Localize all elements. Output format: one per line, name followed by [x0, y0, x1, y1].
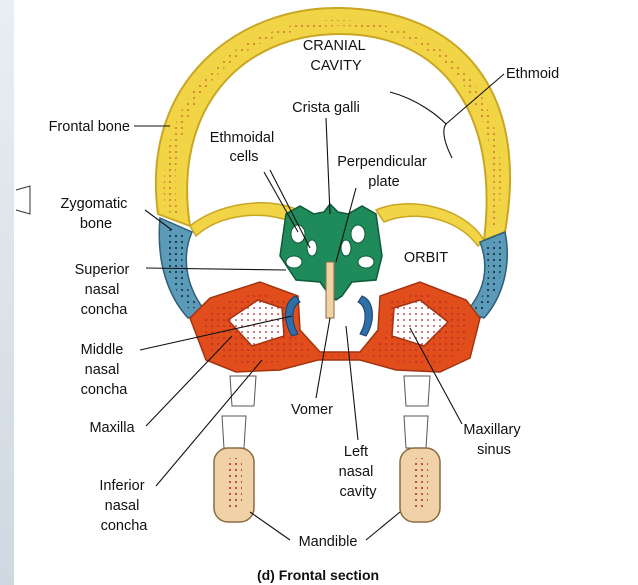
lower-tooth-left — [222, 416, 246, 448]
upper-tooth-left — [230, 376, 256, 406]
mandible-left-marrow — [226, 458, 242, 508]
middle-nasal-concha-right — [358, 296, 372, 336]
ethmoidal-cell — [341, 240, 351, 256]
label-zygomatic-bone: Zygomatic bone — [61, 196, 132, 232]
label-superior-nasal-concha: Superior nasal concha — [75, 262, 134, 318]
figure-frame: CRANIAL CAVITY Ethmoid Crista galli Fron… — [14, 0, 638, 585]
side-tab-mark — [16, 186, 30, 214]
leader-maxilla — [146, 336, 232, 426]
label-maxillary-sinus: Maxillary sinus — [463, 422, 524, 458]
label-middle-nasal-concha: Middle nasal concha — [81, 342, 129, 398]
label-inferior-nasal-concha: Inferior nasal concha — [99, 478, 148, 534]
lower-tooth-right — [404, 416, 428, 448]
frontal-section-diagram: CRANIAL CAVITY Ethmoid Crista galli Fron… — [14, 0, 638, 585]
label-vomer: Vomer — [291, 402, 333, 418]
label-ethmoid: Ethmoid — [506, 66, 559, 82]
ethmoidal-cell — [286, 256, 302, 268]
label-left-nasal-cavity: Left nasal cavity — [339, 444, 378, 500]
label-maxilla: Maxilla — [89, 420, 135, 436]
leader-crista-galli — [326, 118, 330, 214]
vomer-shape — [326, 262, 334, 318]
label-perpendicular-plate: Perpendicular plate — [337, 154, 431, 190]
figure-caption: (d) Frontal section — [257, 567, 379, 583]
left-margin-strip — [0, 0, 14, 585]
ethmoidal-cell — [307, 240, 317, 256]
ethmoid-bracket — [390, 92, 452, 158]
ethmoidal-cell — [351, 225, 365, 243]
label-frontal-bone: Frontal bone — [49, 119, 130, 135]
leader-left-nasal-cavity — [346, 326, 358, 440]
ethmoidal-cell — [358, 256, 374, 268]
mandible-right-marrow — [412, 458, 428, 508]
label-cranial-cavity: CRANIAL CAVITY — [303, 38, 369, 74]
label-mandible: Mandible — [299, 534, 358, 550]
label-crista-galli: Crista galli — [292, 100, 360, 116]
label-ethmoidal-cells: Ethmoidal cells — [210, 130, 279, 165]
orbital-roof-right — [376, 204, 484, 246]
label-orbit: ORBIT — [404, 250, 448, 266]
upper-tooth-right — [404, 376, 430, 406]
orbital-roof-left — [190, 203, 298, 236]
